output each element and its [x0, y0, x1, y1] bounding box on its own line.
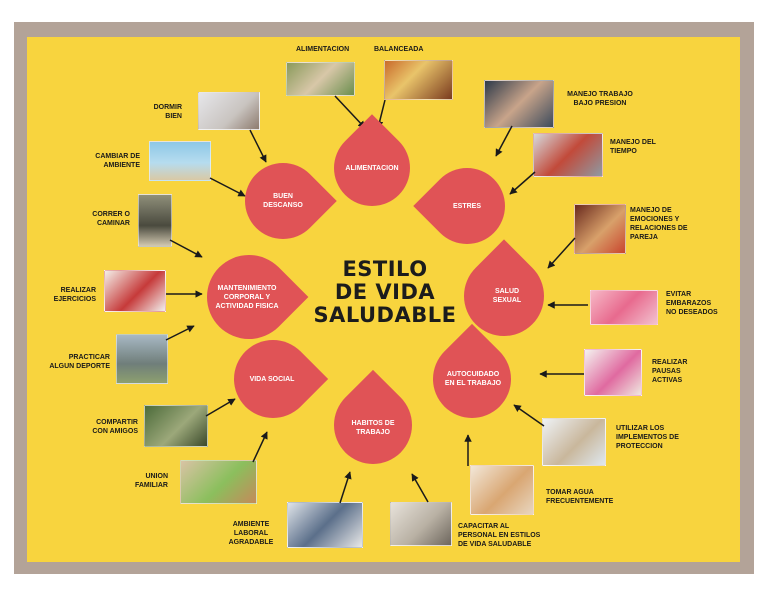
photo-office-1: [287, 502, 363, 548]
label-union-familiar: UNION FAMILIAR: [118, 472, 168, 490]
photo-food-2: [384, 60, 453, 100]
photo-office-2: [390, 502, 452, 546]
label-embarazos: EVITAR EMBARAZOS NO DESEADOS: [666, 290, 730, 317]
label-tiempo: MANEJO DEL TIEMPO: [610, 138, 670, 156]
photo-pause: [584, 349, 642, 396]
label-correr: CORRER O CAMINAR: [70, 210, 130, 228]
photo-food-1: [286, 62, 355, 96]
photo-friends: [144, 405, 208, 447]
petal-label-salud-sexual: SALUD SEXUAL: [464, 276, 550, 316]
photo-beach: [149, 141, 211, 181]
photo-running: [138, 194, 172, 247]
label-cambiar-ambiente: CAMBIAR DE AMBIENTE: [76, 152, 140, 170]
petal-label-buen-descanso: BUEN DESCANSO: [243, 183, 323, 219]
photo-condoms: [590, 290, 658, 325]
label-alimentacion: ALIMENTACION: [296, 45, 349, 54]
label-practicar-deporte: PRACTICAR ALGUN DEPORTE: [36, 353, 110, 371]
photo-water: [470, 465, 534, 515]
photo-couple: [574, 204, 626, 254]
photo-mask: [542, 418, 606, 466]
photo-sport: [116, 334, 168, 384]
label-balanceada: BALANCEADA: [374, 45, 423, 54]
label-tomar-agua: TOMAR AGUA FRECUENTEMENTE: [546, 488, 626, 506]
petal-label-estres: ESTRES: [427, 188, 507, 224]
center-title: ESTILO DE VIDA SALUDABLE: [310, 258, 460, 327]
petal-label-autocuidado: AUTOCUIDADO EN EL TRABAJO: [428, 360, 518, 398]
label-pausas: REALIZAR PAUSAS ACTIVAS: [652, 358, 702, 385]
label-capacitar: CAPACITAR AL PERSONAL EN ESTILOS DE VIDA…: [458, 522, 558, 549]
petal-label-alimentacion: ALIMENTACION: [332, 150, 412, 186]
petal-label-habitos: HABITOS DE TRABAJO: [330, 410, 416, 446]
photo-exercise: [104, 270, 166, 312]
photo-family: [180, 460, 257, 504]
photo-time: [533, 133, 603, 177]
label-dormir-bien: DORMIR BIEN: [142, 103, 182, 121]
label-presion: MANEJO TRABAJO BAJO PRESION: [560, 90, 640, 108]
label-implementos: UTILIZAR LOS IMPLEMENTOS DE PROTECCION: [616, 424, 692, 451]
label-ambiente-laboral: AMBIENTE LABORAL AGRADABLE: [216, 520, 286, 547]
petal-label-mantenimiento: MANTENIMIENTO CORPORAL Y ACTIVIDAD FISIC…: [197, 277, 297, 317]
photo-pressure: [484, 80, 554, 128]
label-compartir-amigos: COMPARTIR CON AMIGOS: [72, 418, 138, 436]
label-emociones: MANEJO DE EMOCIONES Y RELACIONES DE PARE…: [630, 206, 706, 242]
photo-sleep: [198, 92, 260, 130]
petal-label-vida-social: VIDA SOCIAL: [232, 360, 312, 398]
label-realizar-ejercicios: REALIZAR EJERCICIOS: [40, 286, 96, 304]
